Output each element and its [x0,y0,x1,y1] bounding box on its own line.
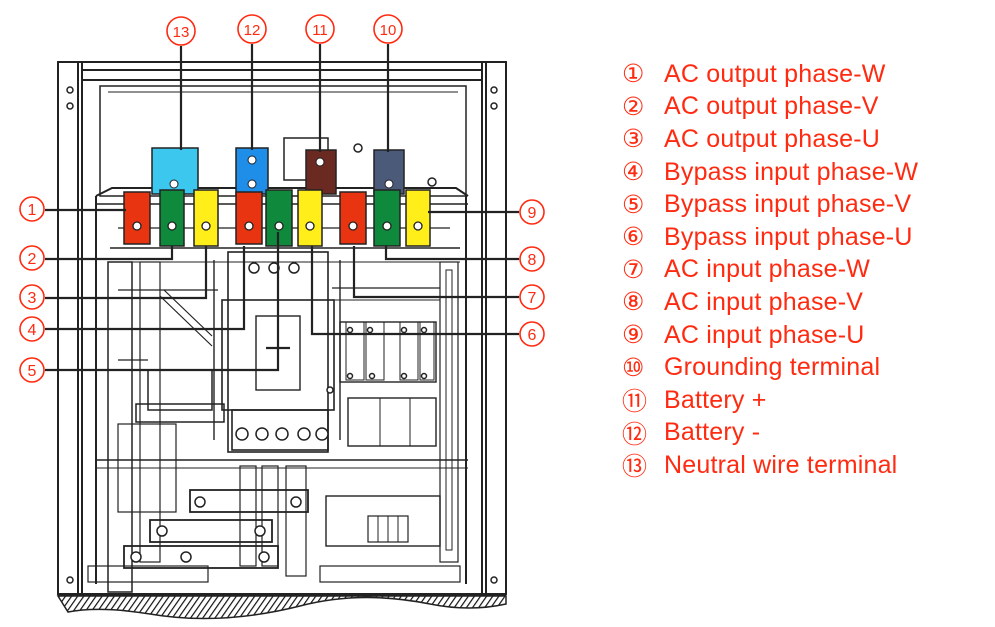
legend-item: ⑫ Battery - [622,417,918,450]
legend-number: ⑩ [622,353,645,382]
legend-label: Bypass input phase-U [664,222,913,251]
legend-label: AC output phase-W [664,59,886,88]
terminal-bypass-u [297,189,323,247]
legend-label: AC output phase-V [664,92,879,121]
legend-number: ① [622,60,645,89]
legend-label: AC output phase-U [664,124,881,153]
legend-label: Grounding terminal [664,353,881,382]
terminal-bypass-w [235,191,263,245]
callout-5: 5 [28,363,37,380]
legend-number: ⑨ [622,321,645,350]
callout-6: 6 [528,327,537,344]
callout-markers [19,14,545,383]
legend-number: ⑪ [622,388,648,417]
legend-number: ③ [622,125,645,154]
legend-item: ⑨ AC input phase-U [622,319,918,352]
terminal-ac-input-v [373,189,401,247]
legend-number: ④ [622,158,645,187]
terminal-screws [132,221,423,231]
legend-item: ⑥ Bypass input phase-U [622,221,918,254]
bolts [66,86,498,584]
callout-10: 10 [380,22,397,39]
legend-number: ⑫ [622,420,648,449]
legend-item: ① AC output phase-W [622,58,918,91]
legend-number: ⑤ [622,190,645,219]
legend-number: ⑥ [622,223,645,252]
legend-label: Bypass input phase-W [664,157,919,186]
terminal-ac-output-w [123,191,151,245]
legend-item: ⑬ Neutral wire terminal [622,449,918,482]
leader-lines [45,44,519,372]
legend-number: ⑦ [622,255,645,284]
terminal-grounding [373,149,405,195]
callout-2: 2 [28,251,37,268]
terminal-neutral [151,147,199,195]
cabinet-base [56,595,507,620]
legend-label: Battery + [664,385,767,414]
callout-7: 7 [528,290,537,307]
legend-label: Battery - [664,418,761,447]
callout-9: 9 [528,205,537,222]
terminal-ac-input-u [405,189,431,247]
legend-item: ③ AC output phase-U [622,123,918,156]
callout-13: 13 [173,24,190,41]
legend-label: Neutral wire terminal [664,450,898,479]
callout-3: 3 [28,290,37,307]
legend-label: AC input phase-V [664,287,864,316]
legend-item: ⑦ AC input phase-W [622,254,918,287]
legend-item: ④ Bypass input phase-W [622,156,918,189]
phase-terminals [123,189,431,247]
legend-item: ⑤ Bypass input phase-V [622,188,918,221]
legend-item: ⑪ Battery + [622,384,918,417]
terminal-battery-minus [235,147,269,195]
callout-12: 12 [244,22,261,39]
legend-number: ⑬ [622,453,648,482]
callout-1: 1 [28,202,37,219]
callout-8: 8 [528,252,537,269]
legend-label: AC input phase-U [664,320,865,349]
legend-number: ⑧ [622,288,645,317]
legend-item: ⑩ Grounding terminal [622,351,918,384]
terminal-ac-input-w [339,191,367,245]
legend-label: AC input phase-W [664,255,871,284]
callout-numbers: 1 2 3 4 5 9 8 7 6 10 11 12 13 [28,22,537,380]
terminal-ac-output-v [159,189,185,247]
callout-11: 11 [312,22,328,39]
legend-label: Bypass input phase-V [664,190,912,219]
legend-number: ② [622,92,645,121]
legend-item: ② AC output phase-V [622,91,918,124]
legend-item: ⑧ AC input phase-V [622,286,918,319]
terminal-ac-output-u [193,189,219,247]
callout-4: 4 [28,322,37,339]
